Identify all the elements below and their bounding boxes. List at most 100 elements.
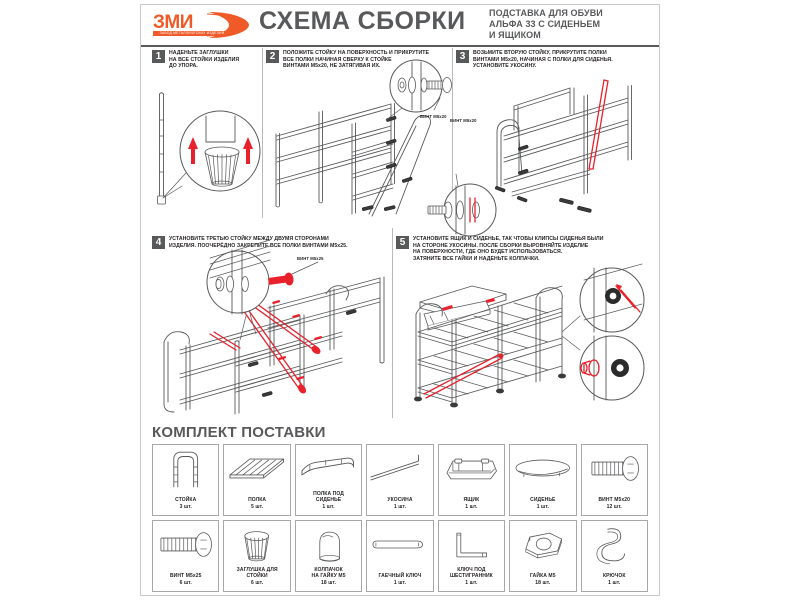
- part-nut-cap-qty: 18 шт.: [320, 579, 337, 586]
- rack-feet: [414, 373, 566, 408]
- shelf-mesh-mid: [417, 315, 563, 375]
- part-screw-m5x25-qty: 6 шт.: [179, 579, 192, 586]
- part-drawer-caption: ЯЩИК 1 шт.: [441, 497, 502, 510]
- brace-bow: [368, 115, 431, 217]
- part-seat-shelf-name-2: СИДЕНЬЕ: [315, 497, 342, 504]
- shelf-mesh-top: [417, 285, 563, 347]
- step-3-line-3: УСТАНОВИТЕ УКОСИНУ.: [473, 63, 537, 70]
- frame-far: [267, 276, 385, 367]
- part-wrench-caption: ГАЕЧНЫЙ КЛЮЧ 1 шт.: [369, 573, 430, 586]
- rails-upper: [513, 87, 575, 131]
- step-4-number: 4: [152, 236, 165, 249]
- step-3-line-1: ВОЗЬМИТЕ ВТОРУЮ СТОЙКУ, ПРИКРУТИТЕ ПОЛКИ: [473, 50, 607, 56]
- part-brace-qty: 1 шт.: [393, 503, 407, 510]
- step-5-illustration: [394, 263, 650, 418]
- drawer-icon: [446, 458, 497, 480]
- step-1-text: НАДЕНЬТЕ ЗАГЛУШКИ НА ВСЕ СТОЙКИ ИЗДЕЛИЯ …: [169, 50, 239, 70]
- kit-title: КОМПЛЕКТ ПОСТАВКИ: [152, 424, 326, 441]
- step5-detail-magnifier-bottom: [579, 335, 645, 401]
- part-seat: СИДЕНЬЕ 1 шт.: [509, 444, 577, 516]
- step-3-illustration: ВИНТ М5х20: [427, 74, 650, 237]
- brace-red-diagonal: [423, 353, 504, 399]
- part-hook: КРЮЧОК 1 шт.: [580, 520, 648, 592]
- step5-detail-magnifier-top: [579, 263, 645, 333]
- page-title: СХЕМА СБОРКИ: [259, 7, 466, 35]
- part-drawer-name: ЯЩИК: [463, 497, 480, 504]
- part-drawer-qty: 1 шт.: [465, 503, 478, 510]
- step-3-text: ВОЗЬМИТЕ ВТОРУЮ СТОЙКУ, ПРИКРУТИТЕ ПОЛКИ…: [473, 50, 613, 70]
- part-drawer: ЯЩИК 1 шт.: [437, 444, 506, 516]
- part-hex-key-qty: 1 шт.: [465, 579, 478, 586]
- logo-tagline-bar: ЗАВОД МЕТАЛЛИЧЕСКИХ ИЗДЕЛИЙ: [153, 31, 231, 36]
- part-nut-cap: КОЛПАЧОК НА ГАЙКУ М5 18 шт.: [294, 520, 363, 592]
- insertion-arrows-red: [209, 295, 321, 394]
- part-seat-shelf-caption: ПОЛКА ПОД СИДЕНЬЕ 1 шт.: [298, 491, 359, 510]
- step-4: 4 УСТАНОВИТЕ ТРЕТЬЮ СТОЙКУ МЕЖДУ ДВУМЯ С…: [152, 236, 392, 249]
- insert-arrow-right: [243, 137, 253, 164]
- part-nut-cap-name-2: НА ГАЙКУ М5: [311, 573, 346, 580]
- left-margin: [0, 0, 140, 600]
- kit-row-1: СТОЙКА 3 шт. ПОЛКА 5 шт.: [152, 444, 648, 516]
- part-brace: УКОСИНА 1 шт.: [366, 444, 434, 516]
- part-post-plug-name-1: ЗАГЛУШКА ДЛЯ: [236, 566, 278, 573]
- step-3-line-2: ВИНТАМИ М5х20, НАЧИНАЯ С ПОЛКИ ДЛЯ СИДЕН…: [473, 56, 613, 63]
- step-1-line-3: ДО УПОРА.: [169, 63, 198, 70]
- step-5-line-3: НА ПОВЕРХНОСТИ, ГДЕ ОНО БУДЕТ ИСПОЛЬЗОВА…: [413, 249, 563, 256]
- part-nut-name: ГАЙКА М5: [530, 573, 556, 580]
- step-4-line-2: ИЗДЕЛИЯ. ПООЧЕРЁДНО ЗАКРЕПИТЕ ВСЕ ПОЛКИ …: [169, 242, 348, 249]
- header: ЗМИ ЗАВОД МЕТАЛЛИЧЕСКИХ ИЗДЕЛИЙ СХЕМА СБ…: [141, 5, 659, 45]
- wrench-icon: [372, 540, 424, 549]
- subtitle-line-1: ПОДСТАВКА ДЛЯ ОБУВИ: [489, 8, 603, 18]
- frame-near: [163, 314, 305, 413]
- part-wrench: ГАЕЧНЫЙ КЛЮЧ 1 шт.: [366, 520, 434, 592]
- part-hex-key-caption: КЛЮЧ ПОД ШЕСТИГРАННИК 1 шт.: [441, 567, 502, 586]
- step-3-callout-screw: ВИНТ М5х20: [450, 118, 477, 123]
- seat-shelf-icon: [301, 457, 354, 476]
- rack-frame: [415, 287, 563, 405]
- step-2-text: ПОЛОЖИТЕ СТОЙКУ НА ПОВЕРХНОСТЬ И ПРИКРУТ…: [283, 50, 429, 70]
- step-1-line-2: НА ВСЕ СТОЙКИ ИЗДЕЛИЯ: [169, 56, 240, 63]
- part-wrench-qty: 1 шт.: [393, 579, 407, 586]
- hook-icon: [596, 528, 625, 565]
- step-2-callout-screw: ВИНТ М5х20: [420, 114, 447, 119]
- nut-cap-icon: [319, 531, 340, 562]
- part-screw-m5x25: ВИНТ М5х25 6 шт.: [152, 520, 220, 592]
- post-right: [627, 85, 632, 161]
- callout-screw-glyph: [268, 261, 319, 286]
- part-post-qty: 3 шт.: [179, 503, 192, 510]
- part-shelf-name: ПОЛКА: [248, 497, 267, 504]
- middle-post: [234, 340, 240, 415]
- rails-long: [503, 97, 629, 185]
- step-2-line-3: ВИНТАМИ М5х20, НЕ ЗАТЯГИВАЯ ИХ.: [283, 63, 381, 70]
- column-divider-2: [452, 48, 453, 218]
- part-post-plug-qty: 6 шт.: [251, 579, 264, 586]
- part-shelf-caption: ПОЛКА 5 шт.: [226, 497, 287, 510]
- parts-kit: СТОЙКА 3 шт. ПОЛКА 5 шт.: [152, 444, 648, 596]
- post-drawing: [157, 92, 166, 205]
- part-hex-key: КЛЮЧ ПОД ШЕСТИГРАННИК 1 шт.: [437, 520, 506, 592]
- screw-tick-markers: [272, 300, 323, 381]
- part-screw-m5x25-name: ВИНТ М5х25: [169, 573, 202, 580]
- part-hex-key-name-1: КЛЮЧ ПОД: [457, 566, 486, 573]
- brace-detail-magnifier: [427, 183, 497, 237]
- part-hex-key-name-2: ШЕСТИГРАННИК: [449, 573, 493, 580]
- part-hook-qty: 1 шт.: [608, 579, 621, 586]
- part-post: СТОЙКА 3 шт.: [152, 444, 220, 516]
- post-plug-icon: [244, 531, 270, 562]
- part-seat-shelf-name-1: ПОЛКА ПОД: [313, 490, 344, 497]
- step-4-callout-screw: ВИНТ М5х25: [297, 256, 324, 261]
- part-brace-caption: УКОСИНА 1 шт.: [369, 497, 430, 510]
- part-screw-m5x20-qty: 12 шт.: [606, 503, 622, 510]
- seat-icon: [515, 459, 570, 478]
- step-2-number: 2: [266, 50, 279, 63]
- screw-markers-4: [247, 309, 357, 397]
- step-2-line-1: ПОЛОЖИТЕ СТОЙКУ НА ПОВЕРХНОСТЬ И ПРИКРУТ…: [283, 50, 430, 56]
- rails-front-4: [235, 331, 343, 393]
- drawer: [423, 298, 495, 331]
- part-post-plug-name-2: СТОЙКИ: [246, 573, 268, 580]
- step-1-line-1: НАДЕНЬТЕ ЗАГЛУШКИ: [169, 50, 229, 56]
- part-hook-name: КРЮЧОК: [602, 573, 626, 580]
- step-2-line-2: ВСЕ ПОЛКИ НАЧИНАЯ СВЕРХУ К СТОЙКЕ: [283, 56, 392, 63]
- frame-back: [275, 110, 323, 208]
- part-seat-caption: СИДЕНЬЕ 1 шт.: [512, 497, 573, 510]
